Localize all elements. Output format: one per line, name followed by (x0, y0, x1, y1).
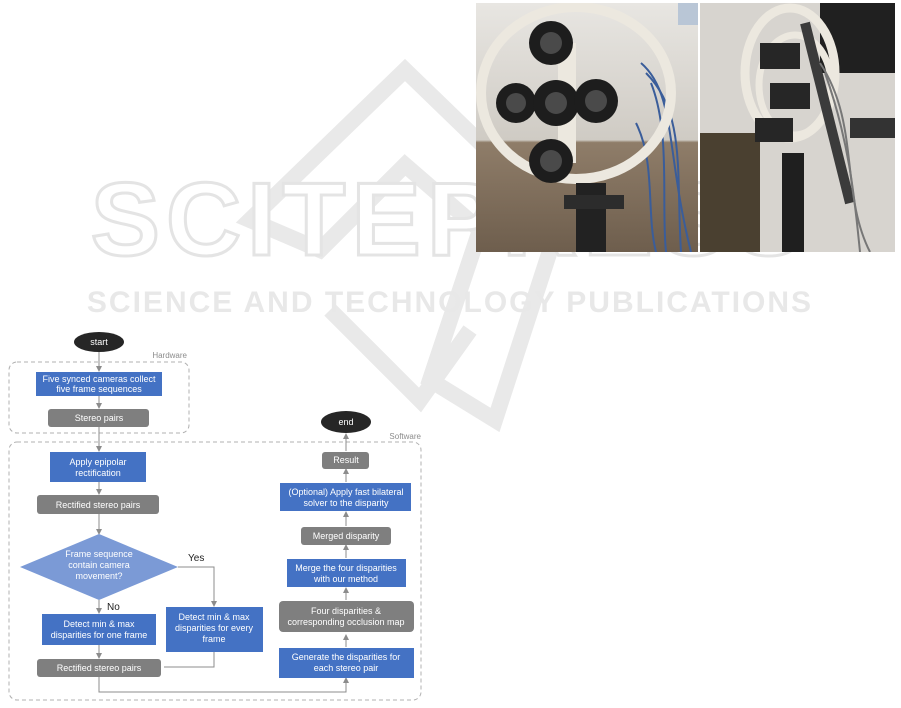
detect-every-label-3: frame (202, 634, 225, 644)
merged-disparity-box (301, 527, 391, 545)
five-cameras-box (36, 372, 162, 396)
four-disparities-box (279, 601, 414, 632)
result-label: Result (333, 455, 359, 465)
stereo-pairs-box (48, 409, 149, 427)
epipolar-label-2: rectification (75, 468, 121, 478)
pipeline-flowchart: Hardware Software start end Five synced … (8, 332, 422, 701)
decision-label-3: movement? (75, 571, 122, 581)
decision-diamond (20, 534, 178, 600)
detect-every-frame-box (166, 607, 263, 652)
detect-one-label-1: Detect min & max (63, 619, 135, 629)
generate-label-2: each stereo pair (314, 663, 379, 673)
bilateral-label-2: solver to the disparity (303, 498, 389, 508)
bilateral-label-1: (Optional) Apply fast bilateral (288, 487, 403, 497)
yes-label: Yes (188, 553, 204, 564)
detect-one-frame-box (42, 614, 156, 645)
merge-label-2: with our method (313, 574, 378, 584)
epipolar-box (50, 452, 146, 482)
decision-label-2: contain camera (68, 560, 130, 570)
software-label: Software (389, 432, 421, 441)
detect-every-label-1: Detect min & max (178, 612, 250, 622)
four-disp-label-2: corresponding occlusion map (287, 617, 404, 627)
detect-every-label-2: disparities for every (175, 623, 254, 633)
rectified-pairs-label-2: Rectified stereo pairs (57, 663, 142, 673)
camera-rig-photo-front (476, 3, 698, 252)
hardware-label: Hardware (152, 351, 187, 360)
generate-label-1: Generate the disparities for (292, 652, 401, 662)
epipolar-label-1: Apply epipolar (69, 457, 126, 467)
rectified-pairs-box-1 (37, 495, 159, 514)
watermark-logo-outline (235, 58, 570, 433)
merge-label-1: Merge the four disparities (295, 563, 397, 573)
detect-one-label-2: disparities for one frame (51, 630, 148, 640)
no-label: No (107, 602, 120, 613)
start-label: start (90, 337, 108, 347)
end-label: end (338, 417, 353, 427)
camera-rig-photo-side (700, 3, 895, 252)
stereo-pairs-label: Stereo pairs (75, 413, 124, 423)
watermark-subtitle: SCIENCE AND TECHNOLOGY PUBLICATIONS (87, 286, 813, 319)
decision-label-1: Frame sequence (65, 549, 133, 559)
end-node (321, 411, 371, 433)
merge-box (287, 559, 406, 587)
five-cameras-label-1: Five synced cameras collect (42, 374, 156, 384)
rectified-pairs-box-2 (37, 659, 161, 677)
bilateral-solver-box (280, 483, 411, 511)
five-cameras-label-2: five frame sequences (56, 384, 142, 394)
software-group (8, 441, 422, 701)
result-box (322, 452, 369, 469)
connectors (96, 352, 349, 693)
start-node (74, 332, 124, 352)
generate-disparities-box (279, 648, 414, 678)
merged-disparity-label: Merged disparity (313, 531, 380, 541)
four-disp-label-1: Four disparities & (311, 606, 381, 616)
rectified-pairs-label-1: Rectified stereo pairs (56, 500, 141, 510)
